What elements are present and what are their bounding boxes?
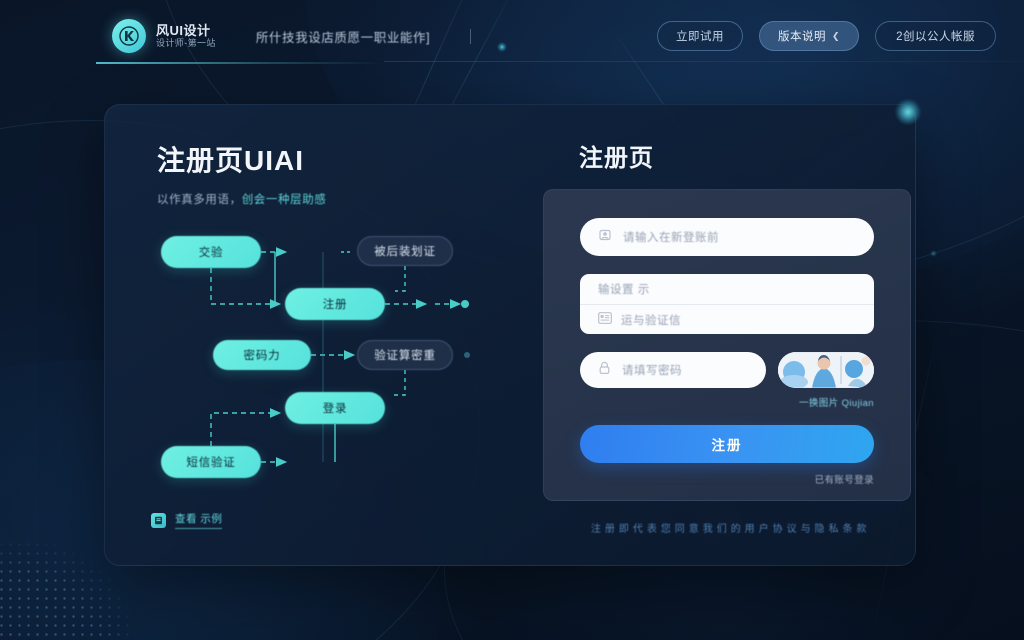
- version-notes-button[interactable]: 版本说明 ❮: [759, 21, 860, 51]
- chevron-left-icon: ❮: [832, 30, 841, 41]
- main-content-card: 注册页UIAI 以作真多用语，创会一种层助感: [104, 99, 921, 566]
- account-button-label: 2创以公人帐服: [896, 31, 975, 43]
- flow-node-sms-code[interactable]: 短信验证: [161, 446, 261, 478]
- username-input[interactable]: 请输入在新登账前: [580, 218, 874, 256]
- registration-form-panel: 请输入在新登账前 输设置 示: [543, 189, 911, 501]
- right-pane: 注册页 请输入在新登账前 输设置 示: [543, 105, 915, 565]
- topbar-actions: 立即试用 版本说明 ❮ 2创以公人帐服: [657, 21, 996, 51]
- flow-node-post-verify-label: 被后装划证: [374, 246, 436, 258]
- flow-node-password-label: 密码力: [243, 350, 281, 362]
- flow-node-sms-code-label: 短信验证: [186, 457, 236, 469]
- flow-node-verify[interactable]: 交验: [161, 236, 261, 268]
- page-subtitle-part2: 创会一种层助感: [241, 194, 327, 206]
- flow-node-password[interactable]: 密码力: [213, 340, 311, 370]
- trial-button[interactable]: 立即试用: [657, 21, 744, 51]
- flow-connector-lines: [210, 247, 470, 467]
- topbar-divider: [470, 28, 472, 44]
- card-footer-link[interactable]: 查看 示例: [151, 511, 223, 529]
- id-card-icon: [598, 311, 612, 329]
- account-button[interactable]: 2创以公人帐服: [875, 21, 996, 51]
- info-box-row-1-text: 输设置 示: [598, 284, 650, 296]
- flow-node-login[interactable]: 登录: [285, 392, 385, 424]
- captcha-image[interactable]: [778, 352, 874, 388]
- document-icon: [151, 512, 166, 528]
- user-icon: [598, 228, 612, 247]
- flow-node-login-label: 登录: [322, 403, 348, 415]
- brand-subtitle: 设计师-第一站: [156, 38, 216, 48]
- flow-node-post-verify[interactable]: 被后装划证: [357, 236, 453, 266]
- card-footer-link-label: 查看 示例: [175, 511, 223, 529]
- flow-node-validate-password-label: 验证算密重: [374, 350, 436, 362]
- bg-glow-dot-2: [930, 250, 937, 257]
- flow-node-validate-password[interactable]: 验证算密重: [357, 340, 453, 370]
- card-corner-glow-dot: [895, 99, 921, 125]
- password-input[interactable]: 请填写密码: [580, 352, 766, 388]
- terms-note: 注 册 即 代 表 您 同 意 我 们 的 用 户 协 议 与 隐 私 条 款: [590, 524, 868, 535]
- page-subtitle: 以作真多用语，创会一种层助感: [157, 191, 545, 207]
- info-box[interactable]: 输设置 示 运与验证信: [580, 274, 874, 334]
- info-box-row-1[interactable]: 输设置 示: [580, 274, 874, 304]
- existing-account-login-link[interactable]: 已有账号登录: [814, 475, 874, 486]
- topbar-tagline: 所什技我设店质愿一职业能作]: [255, 30, 431, 45]
- flow-node-register[interactable]: 注册: [285, 288, 385, 320]
- captcha-refresh-hint[interactable]: 一换图片 Qiujian: [798, 398, 874, 409]
- top-navigation-bar: 风UI设计 设计师-第一站 所什技我设店质愿一职业能作] 立即试用 版本说明 ❮…: [0, 0, 1024, 72]
- form-title: 注册页: [579, 145, 654, 172]
- page-title: 注册页UIAI: [157, 145, 305, 176]
- page-subtitle-part1: 以作真多用语，: [157, 194, 242, 206]
- password-input-placeholder: 请填写密码: [622, 365, 682, 377]
- info-box-row-2[interactable]: 运与验证信: [580, 304, 874, 334]
- password-row: 请填写密码: [580, 352, 874, 388]
- lock-icon: [598, 361, 611, 380]
- trial-button-label: 立即试用: [676, 31, 725, 43]
- flow-node-verify-label: 交验: [198, 247, 224, 259]
- version-notes-label: 版本说明: [778, 31, 827, 43]
- brand-text-block: 风UI设计 设计师-第一站: [156, 24, 216, 48]
- brand-name: 风UI设计: [156, 23, 211, 38]
- register-submit-button[interactable]: 注册: [580, 425, 874, 463]
- username-input-placeholder: 请输入在新登账前: [623, 232, 719, 244]
- topbar-rule: [384, 61, 1024, 62]
- info-box-row-2-text: 运与验证信: [621, 314, 681, 327]
- topbar-accent-underline: [96, 62, 384, 64]
- flow-diagram: 交验 注册 被后装划证 密码力 验证算密重 登录 短信验证: [105, 223, 545, 493]
- brand-logo[interactable]: 风UI设计 设计师-第一站: [112, 19, 216, 53]
- circular-logo-icon: [112, 19, 146, 53]
- flow-node-register-label: 注册: [322, 299, 348, 311]
- left-pane: 注册页UIAI 以作真多用语，创会一种层助感: [105, 105, 545, 565]
